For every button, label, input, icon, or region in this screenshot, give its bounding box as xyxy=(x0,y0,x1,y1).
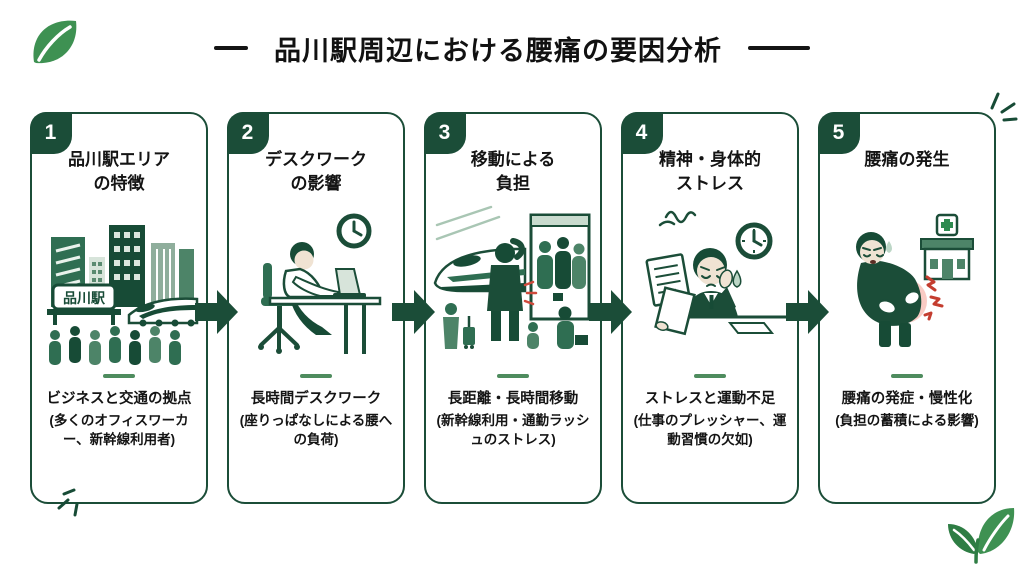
clock-icon xyxy=(336,213,372,249)
step-sub-text: (多くのオフィスワーカー、新幹線利用者) xyxy=(49,412,189,448)
step-sub-text: (負担の蓄積による影響) xyxy=(835,412,979,428)
step-lead-text: 長時間デスクワーク xyxy=(250,390,382,407)
page-header: 品川駅周辺における腰痛の要因分析 xyxy=(0,24,1024,72)
sparkle-icon xyxy=(990,92,1018,122)
stress-illustration xyxy=(645,210,786,336)
step-card-1: 1 品川駅エリア の特徴 xyxy=(29,111,208,504)
leaf-icon xyxy=(33,20,77,64)
step-title-line1: デスクワーク xyxy=(265,150,367,169)
back-pain-illustration xyxy=(856,213,974,347)
page-title: 品川駅周辺における腰痛の要因分析 xyxy=(274,35,722,66)
step-title: 品川駅エリア の特徴 xyxy=(38,148,200,196)
city-station-illustration: 品川駅 xyxy=(47,225,199,365)
step-title-line2: ストレス xyxy=(676,173,744,193)
card-divider xyxy=(694,374,726,378)
card-divider xyxy=(103,374,135,378)
step-number-badge: 4 xyxy=(620,111,663,154)
paper-on-desk-icon xyxy=(727,322,775,334)
clock-icon xyxy=(735,222,773,260)
sprout-icon xyxy=(948,508,1015,564)
desk-icon xyxy=(268,296,382,354)
step-lead-text: 腰痛の発症・慢性化 xyxy=(841,390,973,407)
step-card-2: 2 デスクワーク の影響 xyxy=(226,111,405,504)
step-title-line2: の特徴 xyxy=(93,173,145,193)
speed-lines-icon xyxy=(435,205,501,241)
step-number-badge: 3 xyxy=(423,111,466,154)
step-title-line2: の影響 xyxy=(290,173,342,193)
step-title: 腰痛の発生 xyxy=(826,148,988,196)
sweat-drop-icon xyxy=(732,269,742,288)
right-arrow-icon xyxy=(392,290,435,334)
step-sub-text: (仕事のプレッシャー、運動習慣の欠如) xyxy=(633,412,787,448)
title-dash-left xyxy=(214,46,248,50)
step-title-line1: 腰痛の発生 xyxy=(864,150,950,169)
scribble-icon xyxy=(658,210,697,227)
right-arrow-icon xyxy=(589,290,632,334)
card-divider xyxy=(300,374,332,378)
step-card-4: 4 精神・身体的 ストレス xyxy=(620,111,799,504)
step-title-line1: 移動による xyxy=(470,150,556,169)
step-card-5: 5 腰痛の発生 xyxy=(817,111,996,504)
shinkansen-icon xyxy=(127,297,199,327)
step-number-badge: 2 xyxy=(226,111,269,154)
pain-bolts-icon xyxy=(923,275,944,321)
pain-marks-icon xyxy=(523,280,538,306)
step-title-line1: 品川駅エリア xyxy=(68,150,170,169)
step-title-line2: 負担 xyxy=(496,173,530,193)
desk-work-illustration xyxy=(258,213,382,354)
step-title: 移動による 負担 xyxy=(432,148,594,196)
step-title: 精神・身体的 ストレス xyxy=(629,148,791,196)
card-divider xyxy=(497,374,529,378)
station-sign-icon: 品川駅 xyxy=(47,283,121,325)
card-divider xyxy=(891,374,923,378)
step-lead-text: 長距離・長時間移動 xyxy=(447,390,579,407)
crowd-icon xyxy=(49,326,181,365)
step-number-badge: 1 xyxy=(29,111,72,154)
step-lead-text: ストレスと運動不足 xyxy=(644,390,776,407)
station-sign-text: 品川駅 xyxy=(63,290,106,306)
back-pain-man-icon xyxy=(856,232,927,347)
laptop-icon xyxy=(333,268,366,298)
step-card-3: 3 移動による 負担 xyxy=(423,111,602,504)
stressed-worker-icon xyxy=(684,248,738,317)
commute-illustration xyxy=(433,205,591,349)
worker-icon xyxy=(282,242,339,335)
sweat-drop-icon xyxy=(886,241,892,253)
title-dash-right xyxy=(748,46,810,50)
step-sub-text: (新幹線利用・通勤ラッシュのストレス) xyxy=(436,412,590,448)
clinic-icon xyxy=(920,213,974,281)
sparkle-icon xyxy=(57,488,79,517)
travelers-icon xyxy=(443,303,588,349)
crowded-train-door-icon xyxy=(529,213,591,321)
step-lead-text: ビジネスと交通の拠点 xyxy=(46,390,192,407)
step-title: デスクワーク の影響 xyxy=(235,148,397,196)
right-arrow-icon xyxy=(786,290,829,334)
commuter-back-icon xyxy=(487,238,525,341)
step-sub-text: (座りっぱなしによる腰への負荷) xyxy=(239,412,393,448)
held-paper-icon xyxy=(654,286,696,336)
right-arrow-icon xyxy=(195,290,238,334)
step-title-line1: 精神・身体的 xyxy=(659,150,761,169)
step-number-badge: 5 xyxy=(817,111,860,154)
